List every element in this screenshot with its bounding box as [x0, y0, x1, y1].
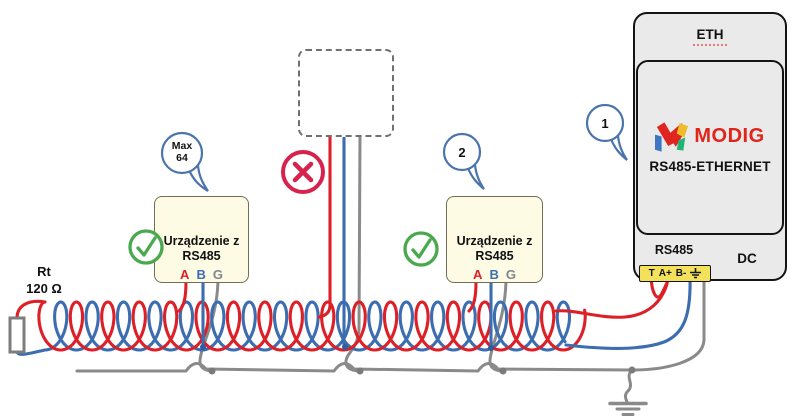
earth-ground-icon	[690, 268, 702, 279]
converter-b-wire	[564, 275, 692, 350]
device-label-line1: Urządzenie z	[163, 234, 240, 248]
rs485-terminal-strip: T A+ B-	[639, 265, 711, 282]
device-label-line1: Urządzenie z	[456, 234, 533, 248]
junction-dot	[342, 344, 348, 350]
junction-dot	[488, 345, 494, 351]
twisted-pair-blue-wire	[43, 300, 572, 352]
brand-name: MODIG	[694, 125, 765, 147]
ground-bus-wire	[75, 362, 634, 373]
unknown-device-placeholder-box	[298, 49, 394, 137]
earth-ground-symbol	[608, 401, 648, 416]
junction-dot	[356, 367, 364, 375]
junction-dot	[200, 344, 206, 350]
brand-logo: MODIG	[655, 121, 764, 152]
termination-resistor-label: Rt	[37, 264, 51, 279]
callout-2-text: 2	[458, 145, 466, 160]
converter-front-panel: MODIG RS485-ETHERNET	[636, 60, 784, 235]
callout-max-text: Max 64	[171, 140, 193, 164]
callout-2	[442, 132, 485, 190]
terminal-a-label: A	[180, 267, 190, 282]
junction-dot	[628, 366, 636, 374]
device2-a-drop-wire	[467, 279, 478, 313]
terminal-b-minus-label: B-	[675, 268, 687, 279]
callout-1-text: 1	[601, 116, 609, 131]
termination-resistor-value: 120 Ω	[26, 281, 62, 296]
unknown-box-a-drop-wire	[317, 131, 332, 319]
terminal-a-plus-label: A+	[658, 268, 672, 279]
rs485-port-label: RS485	[654, 243, 694, 257]
device2-ground-drop-wire	[488, 279, 508, 373]
callout-1	[585, 103, 628, 161]
device-terminals: A B G	[447, 267, 542, 282]
terminal-t-label: T	[648, 268, 655, 279]
rs485-device-box-2: Urządzenie z RS485 A B G	[446, 196, 543, 283]
twisted-pair-red-wire	[37, 300, 587, 352]
device-label: Urządzenie z RS485	[447, 234, 542, 264]
resistor-red-lead	[15, 299, 47, 320]
device1-ground-drop-wire	[198, 279, 220, 373]
cross-icon	[281, 150, 325, 194]
earth-ground-lead	[623, 368, 634, 404]
device-label: Urządzenie z RS485	[155, 234, 248, 264]
device-terminals: A B G	[155, 267, 248, 282]
device-label-line2: RS485	[182, 249, 221, 263]
dc-port-label: DC	[737, 251, 757, 266]
rs485-ethernet-converter: ETH MODIG RS485-ETHERNET RS485 DC T A+ B…	[633, 12, 787, 282]
converter-ground-wire	[630, 275, 706, 372]
converter-model-label: RS485-ETHERNET	[649, 159, 771, 174]
eth-port-label: ETH	[696, 27, 724, 42]
junction-dot	[208, 367, 216, 375]
terminal-g-label: G	[212, 267, 223, 282]
rs485-device-box-1: Urządzenie z RS485 A B G	[154, 196, 249, 283]
eth-underline-decoration	[693, 44, 727, 46]
terminal-b-label: B	[196, 267, 206, 282]
terminal-g-label: G	[505, 267, 516, 282]
resistor-blue-lead	[15, 348, 47, 356]
device1-a-drop-wire	[177, 279, 188, 313]
check-icon-2	[403, 231, 439, 267]
terminal-b-label: B	[489, 267, 499, 282]
converter-a-wire	[554, 282, 669, 319]
unknown-box-ground-drop-wire	[344, 131, 362, 373]
termination-resistor	[8, 316, 26, 354]
device-label-line2: RS485	[475, 249, 514, 263]
junction-dot	[499, 367, 507, 375]
terminal-a-label: A	[473, 267, 483, 282]
modig-m-logo-icon	[655, 122, 689, 152]
